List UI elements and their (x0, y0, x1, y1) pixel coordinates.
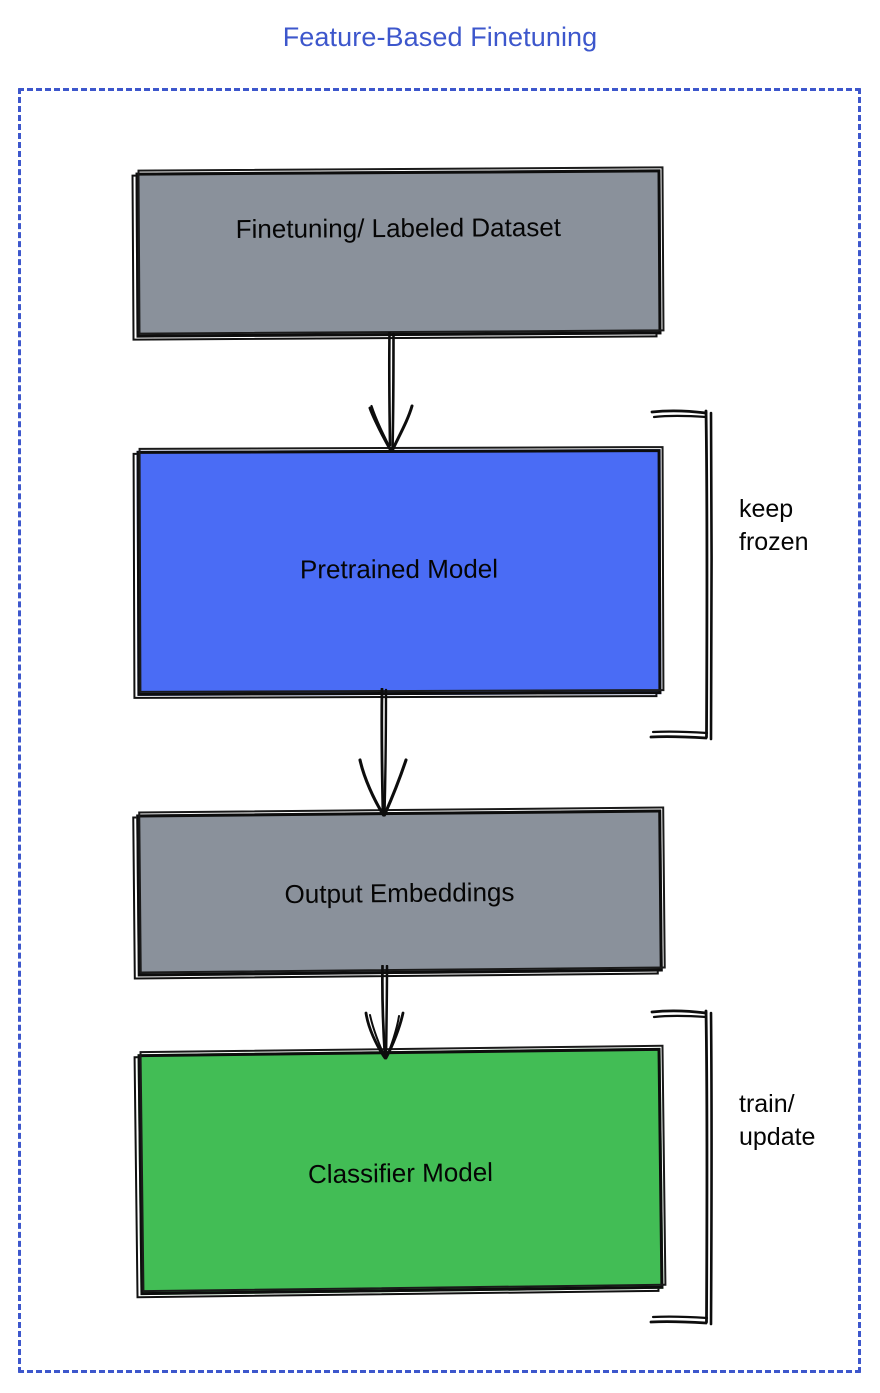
node-dataset-fill (135, 169, 662, 338)
page-title: Feature-Based Finetuning (282, 22, 598, 52)
node-output-embeddings-label: Output Embeddings (284, 876, 515, 910)
node-dataset[interactable]: Finetuning/ Labeled Dataset (131, 166, 665, 341)
arrow-down-icon-pretrained-to-embeddings (332, 687, 442, 818)
curly-bracket-right-icon-keep-frozen (648, 405, 726, 745)
node-dataset-label: Finetuning/ Labeled Dataset (235, 212, 562, 244)
node-classifier-model-label: Classifier Model (307, 1156, 494, 1190)
arrow-down-icon-dataset-to-pretrained (340, 331, 440, 457)
feature-based-finetuning-container (18, 88, 861, 1373)
arrow-down-icon-embeddings-to-classifier (335, 964, 440, 1060)
node-classifier-model[interactable]: Classifier Model (133, 1044, 667, 1299)
node-output-embeddings[interactable]: Output Embeddings (132, 806, 666, 980)
node-pretrained-model-label: Pretrained Model (299, 553, 499, 585)
annotation-keep-frozen: keep frozen (739, 495, 809, 556)
annotation-train-update: train/ update (739, 1090, 816, 1151)
node-pretrained-model[interactable]: Pretrained Model (132, 446, 665, 699)
curly-bracket-right-icon-train-update (648, 1005, 726, 1330)
